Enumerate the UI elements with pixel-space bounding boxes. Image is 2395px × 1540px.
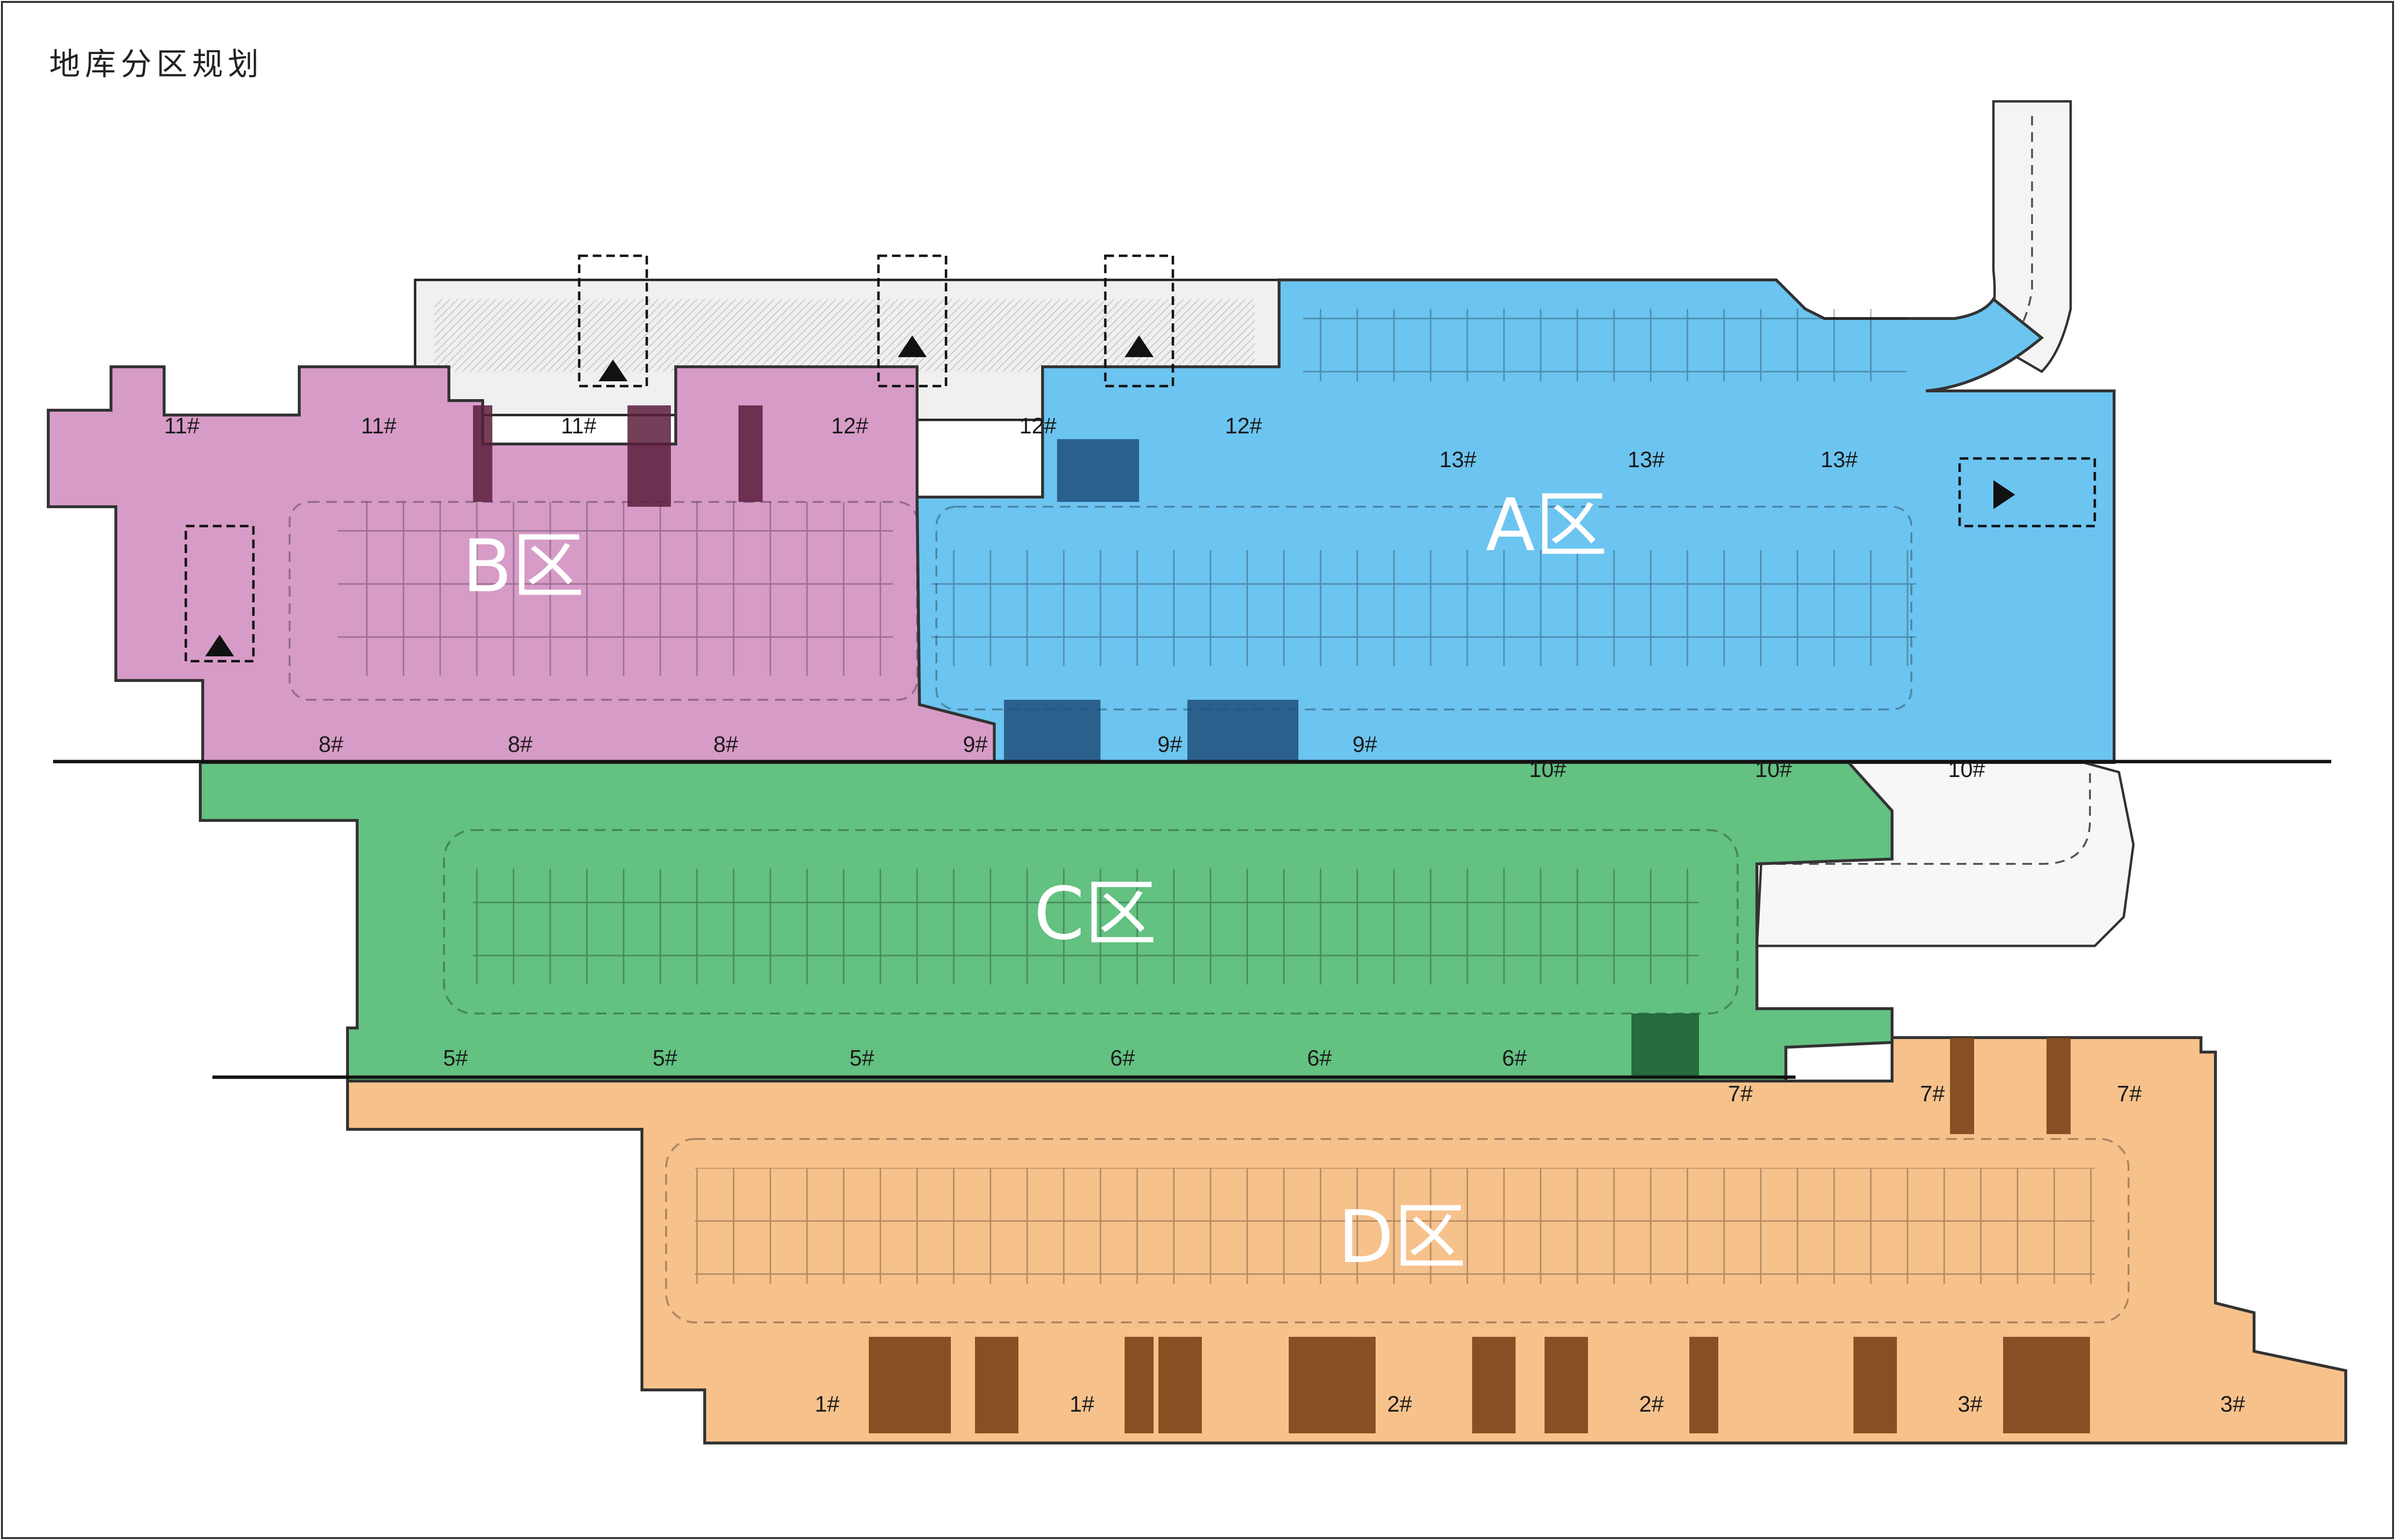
ground-hatch xyxy=(434,299,1255,372)
building-label: 11# xyxy=(164,413,200,438)
building-label: 7# xyxy=(1920,1081,1945,1106)
building-label: 7# xyxy=(2117,1081,2142,1106)
building-label: 13# xyxy=(1821,447,1858,472)
building-label: 12# xyxy=(1225,413,1262,438)
building-label: 1# xyxy=(815,1391,840,1416)
zone-d-label: D区 xyxy=(1338,1195,1466,1279)
zone-c-label: C区 xyxy=(1034,872,1157,956)
zone-a-core xyxy=(1004,700,1100,763)
building-label: 6# xyxy=(1307,1045,1332,1070)
building-label: 2# xyxy=(1387,1391,1412,1416)
building-label: 10# xyxy=(1948,757,1985,782)
building-label: 13# xyxy=(1439,447,1476,472)
core-outlines xyxy=(184,254,2096,663)
building-label: 11# xyxy=(361,413,397,438)
page-title: 地库分区规划 xyxy=(49,47,264,83)
building-label: 11# xyxy=(561,413,597,438)
zone-a-driveway xyxy=(935,506,1912,710)
building-label: 10# xyxy=(1755,757,1792,782)
ramp-centerline xyxy=(1776,772,2091,865)
building-label: 12# xyxy=(1019,413,1057,438)
building-label: 3# xyxy=(2220,1391,2245,1416)
building-labels: 11# 11# 11# 12# 12# 12# 13# 13# 13# 8# 8… xyxy=(164,413,2245,1416)
zone-d-driveway xyxy=(665,1138,2130,1323)
building-label: 8# xyxy=(508,732,533,757)
building-label: 3# xyxy=(1958,1391,1983,1416)
zone-c-core xyxy=(1631,1013,1699,1076)
building-label: 9# xyxy=(1157,732,1183,757)
triangle-icon xyxy=(205,335,2015,656)
zone-a-label: A区 xyxy=(1486,484,1608,568)
building-label: 9# xyxy=(963,732,988,757)
zone-a-core xyxy=(1187,700,1298,763)
zone-a-parking-grid-north xyxy=(1303,309,1907,381)
building-label: 6# xyxy=(1110,1045,1135,1070)
building-label: 6# xyxy=(1502,1045,1527,1070)
access-ramp-north xyxy=(1982,100,2072,374)
building-label: 10# xyxy=(1529,757,1566,782)
zone-d-storage-units xyxy=(869,1038,2090,1433)
building-label: 1# xyxy=(1070,1391,1095,1416)
zone-a-parking-grid xyxy=(932,550,1916,666)
building-label: 8# xyxy=(713,732,738,757)
zone-c-driveway xyxy=(443,829,1739,1014)
building-label: 5# xyxy=(443,1045,468,1070)
building-label: 5# xyxy=(653,1045,678,1070)
zone-d-parking-grid xyxy=(695,1168,2095,1284)
building-label: 9# xyxy=(1352,732,1378,757)
building-label: 2# xyxy=(1639,1391,1664,1416)
zone-c-parking-grid xyxy=(473,869,1699,985)
zone-b-label: B区 xyxy=(462,525,585,609)
building-label: 8# xyxy=(319,732,344,757)
zone-a-core xyxy=(1057,439,1139,502)
building-label: 13# xyxy=(1628,447,1665,472)
building-label: 12# xyxy=(831,413,868,438)
building-label: 5# xyxy=(849,1045,875,1070)
building-label: 7# xyxy=(1728,1081,1753,1106)
zone-b-parking-grid xyxy=(338,502,893,676)
zone-b-storage-units xyxy=(473,405,763,507)
